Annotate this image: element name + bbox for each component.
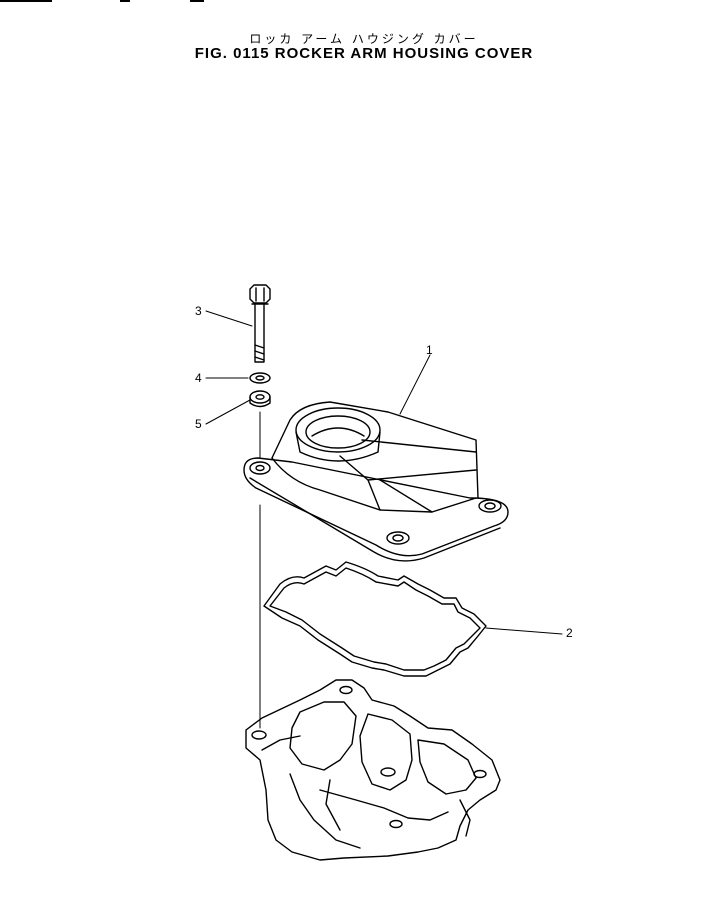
housing-cover-part xyxy=(243,401,509,562)
leader-line-1 xyxy=(399,354,431,415)
leader-line-5 xyxy=(205,399,251,425)
top-edge-mark xyxy=(0,0,52,2)
callout-2: 2 xyxy=(566,626,573,640)
seal-part xyxy=(249,390,271,408)
leader-line-3 xyxy=(205,310,253,327)
top-edge-mark xyxy=(120,0,130,2)
bolt-part xyxy=(249,284,271,363)
gasket-part xyxy=(263,561,487,677)
rocker-housing-base xyxy=(245,679,501,861)
callout-5: 5 xyxy=(195,417,202,431)
leader-line-2 xyxy=(485,627,563,635)
top-edge-mark xyxy=(190,0,204,2)
callout-4: 4 xyxy=(195,371,202,385)
figure-title: FIG. 0115 ROCKER ARM HOUSING COVER xyxy=(194,45,534,62)
washer-part xyxy=(249,372,271,384)
callout-3: 3 xyxy=(195,304,202,318)
callout-1: 1 xyxy=(426,343,433,357)
figure-title-japanese: ロッカ アーム ハウジング カバー xyxy=(249,32,479,46)
